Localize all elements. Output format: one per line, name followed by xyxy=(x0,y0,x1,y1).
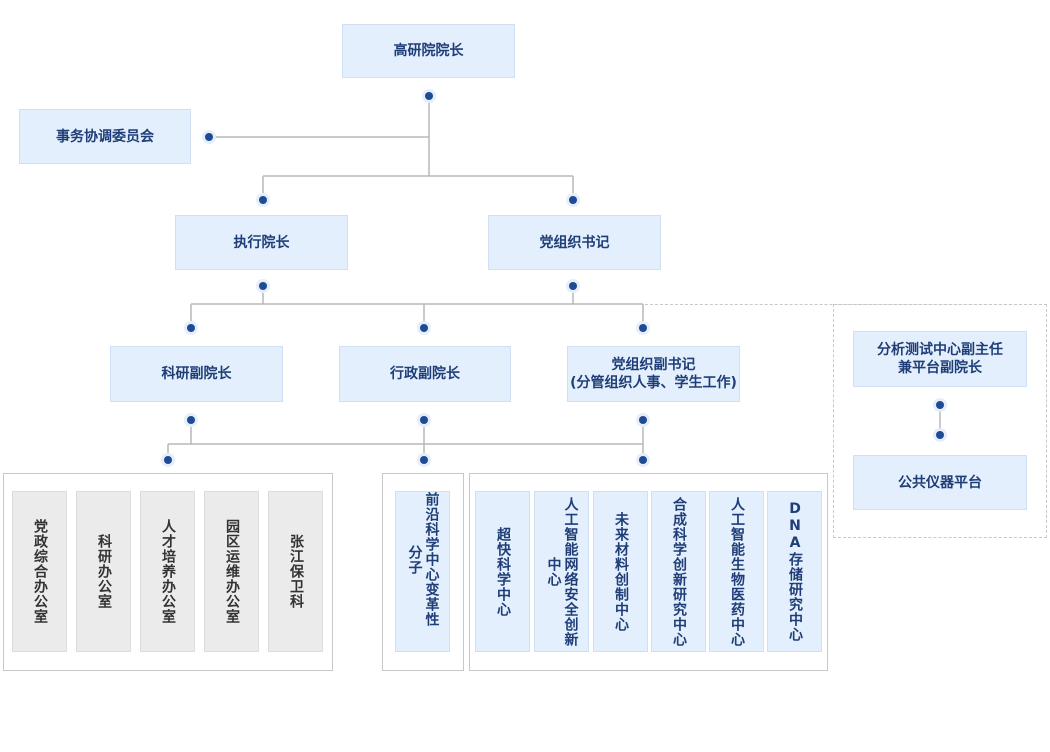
research-vp-dot xyxy=(184,321,198,335)
center-ai-biomedicine: 人工智能生物医药中心 xyxy=(709,491,764,652)
research-vp-node: 科研副院长 xyxy=(110,346,283,402)
frontier-center-node: 前沿科学中心变革性分子 xyxy=(395,491,450,652)
instrument-platform-node: 公共仪器平台 xyxy=(853,455,1027,510)
center-future-materials: 未来材料创制中心 xyxy=(593,491,648,652)
admin-vp-node: 行政副院长 xyxy=(339,346,511,402)
deputy-secretary-dot xyxy=(636,321,650,335)
analysis-vp-node: 分析测试中心副主任 兼平台副院长 xyxy=(853,331,1027,387)
admin-vp-dot xyxy=(417,321,431,335)
frontier-dot xyxy=(417,453,431,467)
affairs-committee-node: 事务协调委员会 xyxy=(19,109,191,164)
offices-dot xyxy=(161,453,175,467)
deputy-secretary-node: 党组织副书记 (分管组织人事、学生工作) xyxy=(567,346,740,402)
research-vp-bottom-dot xyxy=(184,413,198,427)
office-security: 张江保卫科 xyxy=(268,491,323,652)
office-party-general: 党政综合办公室 xyxy=(12,491,67,652)
center-ai-network-security: 人工智能网络安全创新中心 xyxy=(534,491,589,652)
deputy-secretary-bottom-dot xyxy=(636,413,650,427)
centers-dot xyxy=(636,453,650,467)
party-secretary-node: 党组织书记 xyxy=(488,215,661,270)
deputy-secretary-scope: (分管组织人事、学生工作) xyxy=(570,375,737,391)
center-synthetic-science: 合成科学创新研究中心 xyxy=(651,491,706,652)
office-research: 科研办公室 xyxy=(76,491,131,652)
office-campus: 园区运维办公室 xyxy=(204,491,259,652)
analysis-vp-subtitle: 兼平台副院长 xyxy=(898,360,982,376)
analysis-vp-title: 分析测试中心副主任 xyxy=(877,342,1003,358)
president-node: 高研院院长 xyxy=(342,24,515,78)
deputy-secretary-title: 党组织副书记 xyxy=(611,357,696,373)
analysis-panel-inner xyxy=(833,304,1047,538)
analysis-vp-dot xyxy=(933,398,947,412)
executive-president-bottom-dot xyxy=(256,279,270,293)
president-dot xyxy=(422,89,436,103)
center-ultrafast: 超快科学中心 xyxy=(475,491,530,652)
party-secretary-dot xyxy=(566,193,580,207)
executive-president-dot xyxy=(256,193,270,207)
center-dna-storage: DNA存储研究中心 xyxy=(767,491,822,652)
affairs-committee-dot xyxy=(202,130,216,144)
office-talent: 人才培养办公室 xyxy=(140,491,195,652)
instrument-platform-dot xyxy=(933,428,947,442)
admin-vp-bottom-dot xyxy=(417,413,431,427)
executive-president-node: 执行院长 xyxy=(175,215,348,270)
party-secretary-bottom-dot xyxy=(566,279,580,293)
